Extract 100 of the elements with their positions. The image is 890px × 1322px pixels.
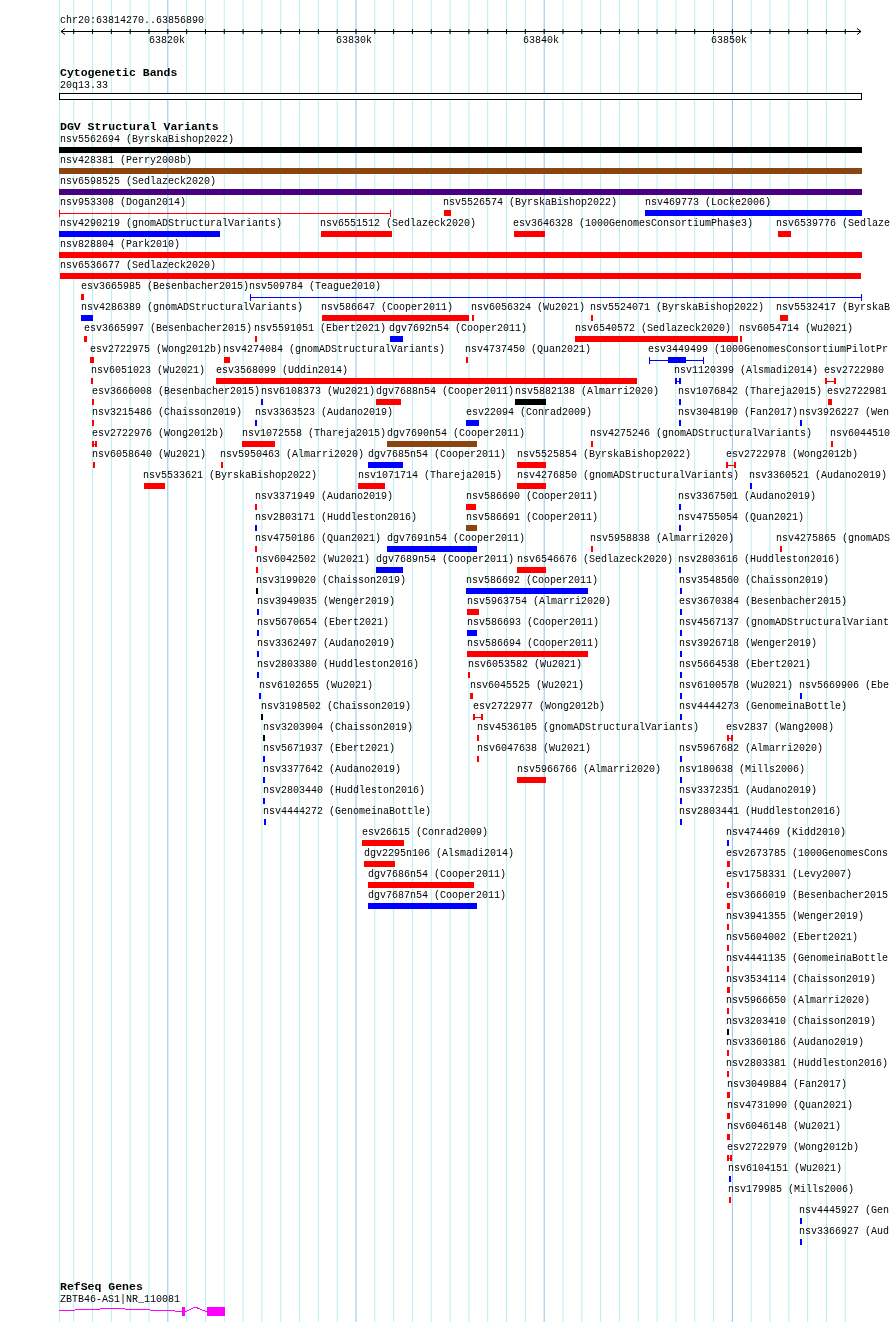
variant-label: nsv6540572 (Sedlazeck2020) [575,323,732,335]
variant-label: nsv1072558 (Thareja2015) [242,428,387,440]
variant-label: nsv4286389 (gnomADStructuralVariants) [81,302,304,314]
variant-label: nsv3215486 (Chaisson2019) [92,407,243,419]
variant-label: nsv3377642 (Audano2019) [263,764,402,776]
variant-label: nsv6044510 [830,428,890,440]
variant-label: nsv4444272 (GenomeinaBottle) [263,806,432,818]
variant-label: nsv6100578 (Wu2021) [679,680,794,692]
variant-label: nsv2803440 (Huddleston2016) [263,785,426,797]
variant-label: nsv2803381 (Huddleston2016) [726,1058,889,1070]
variant-label: nsv5526574 (ByrskaBishop2022) [443,197,618,209]
variant-label: nsv469773 (Locke2006) [645,197,772,209]
variant-label: nsv3926227 (Wen [799,407,889,419]
variant-label: nsv6046148 (Wu2021) [727,1121,842,1133]
variant-label: esv2722978 (Wong2012b) [726,449,859,461]
axis-tick-label: 63850k [711,35,747,47]
variant-label: nsv5532417 (ByrskaB [776,302,890,314]
variant-label: esv3449499 (1000GenomesConsortiumPilotPr [648,344,889,356]
axis-tick-label: 63830k [336,35,372,47]
variant-label: nsv2803616 (Huddleston2016) [678,554,841,566]
variant-label: dgv7689n54 (Cooper2011) [376,554,515,566]
variant-label: esv2673785 (1000GenomesCons [726,848,889,860]
variant-label: nsv4274084 (gnomADStructuralVariants) [223,344,446,356]
variant-label: nsv6056324 (Wu2021) [471,302,586,314]
variant-label: nsv6539776 (Sedlaze [776,218,890,230]
variant-label: nsv6598525 (Sedlazeck2020) [60,176,217,188]
variant-label: nsv5967682 (Almarri2020) [679,743,824,755]
variant-label: nsv6053582 (Wu2021) [468,659,583,671]
variant-label: dgv2295n106 (Alsmadi2014) [364,848,515,860]
variant-label: nsv4536105 (gnomADStructuralVariants) [477,722,700,734]
variant-label: dgv7685n54 (Cooper2011) [368,449,507,461]
variant-label: nsv4731090 (Quan2021) [727,1100,854,1112]
band-label: 20q13.33 [60,80,108,92]
variant-label: nsv3203410 (Chaisson2019) [726,1016,877,1028]
variant-label: nsv5958838 (Almarri2020) [590,533,735,545]
variant-label: nsv586692 (Cooper2011) [466,575,599,587]
variant-label: nsv828804 (Park2010) [60,239,181,251]
variant-label: nsv3360521 (Audano2019) [749,470,888,482]
variant-label: nsv3548560 (Chaisson2019) [679,575,830,587]
variant-label: nsv5524071 (ByrskaBishop2022) [590,302,765,314]
variant-label: esv3568099 (Uddin2014) [216,365,349,377]
variant-label: dgv7691n54 (Cooper2011) [387,533,526,545]
variant-label: nsv3198502 (Chaisson2019) [261,701,412,713]
variant-label: nsv3367501 (Audano2019) [678,491,817,503]
variant-label: nsv3949035 (Wenger2019) [257,596,396,608]
variant-label: nsv6104151 (Wu2021) [728,1163,843,1175]
variant-label: nsv3048190 (Fan2017) [678,407,799,419]
variant-label: nsv5669906 (Ebe [799,680,889,692]
variant-label: nsv428381 (Perry2008b) [60,155,193,167]
variant-label: nsv6045525 (Wu2021) [470,680,585,692]
variant-label: nsv3203904 (Chaisson2019) [263,722,414,734]
variant-label: esv1758331 (Levy2007) [726,869,853,881]
variant-label: nsv179985 (Mills2006) [728,1184,855,1196]
track-title: Cytogenetic Bands [60,67,178,79]
variant-label: nsv586647 (Cooper2011) [321,302,454,314]
gene-label: ZBTB46-AS1|NR_110081 [60,1294,181,1306]
variant-label: nsv4275246 (gnomADStructuralVariants) [590,428,813,440]
variant-label: nsv3366927 (Aud [799,1226,889,1238]
variant-label: nsv5664538 (Ebert2021) [679,659,812,671]
variant-label: nsv4441135 (GenomeinaBottle [726,953,889,965]
variant-label: nsv5671937 (Ebert2021) [263,743,396,755]
variant-label: nsv6551512 (Sedlazeck2020) [320,218,477,230]
track-title: DGV Structural Variants [60,121,219,133]
variant-label: nsv3199020 (Chaisson2019) [256,575,407,587]
variant-label: nsv953308 (Dogan2014) [60,197,187,209]
variant-label: esv3646328 (1000GenomesConsortiumPhase3) [513,218,754,230]
variant-label: nsv5533621 (ByrskaBishop2022) [143,470,318,482]
variant-label: nsv2803380 (Huddleston2016) [257,659,420,671]
variant-label: nsv6054714 (Wu2021) [739,323,854,335]
variant-label: dgv7688n54 (Cooper2011) [376,386,515,398]
variant-label: nsv5525854 (ByrskaBishop2022) [517,449,692,461]
variant-label: esv2837 (Wang2008) [726,722,835,734]
track-title: RefSeq Genes [60,1281,143,1293]
variant-label: nsv586690 (Cooper2011) [466,491,599,503]
variant-label: nsv5950463 (Almarri2020) [220,449,365,461]
variant-label: nsv4445927 (Gen [799,1205,889,1217]
variant-label: esv2722977 (Wong2012b) [473,701,606,713]
variant-label: nsv4275865 (gnomADS [776,533,890,545]
position-label: chr20:63814270..63856890 [60,15,205,27]
variant-label: nsv6047638 (Wu2021) [477,743,592,755]
variant-label: nsv180638 (Mills2006) [679,764,806,776]
variant-label: esv3666019 (Besenbacher2015 [726,890,889,902]
variant-label: nsv474469 (Kidd2010) [726,827,847,839]
variant-label: esv3665997 (Besenbacher2015) [84,323,253,335]
variant-label: nsv2803171 (Huddleston2016) [255,512,418,524]
variant-label: nsv5882138 (Almarri2020) [515,386,660,398]
variant-label: nsv509784 (Teague2010) [249,281,382,293]
variant-label: nsv4567137 (gnomADStructuralVariant [679,617,890,629]
variant-label: esv2722976 (Wong2012b) [92,428,225,440]
variant-label: esv2722975 (Wong2012b) [90,344,223,356]
variant-label: esv3670384 (Besenbacher2015) [679,596,848,608]
variant-label: nsv6108373 (Wu2021) [261,386,376,398]
variant-label: nsv4290219 (gnomADStructuralVariants) [60,218,283,230]
variant-label: nsv6546676 (Sedlazeck2020) [517,554,674,566]
variant-label: nsv6102655 (Wu2021) [259,680,374,692]
variant-label: nsv3372351 (Audano2019) [679,785,818,797]
variant-label: nsv4755054 (Quan2021) [678,512,805,524]
variant-label: nsv3534114 (Chaisson2019) [726,974,877,986]
variant-label: nsv6058640 (Wu2021) [92,449,207,461]
variant-label: nsv5562694 (ByrskaBishop2022) [60,134,235,146]
